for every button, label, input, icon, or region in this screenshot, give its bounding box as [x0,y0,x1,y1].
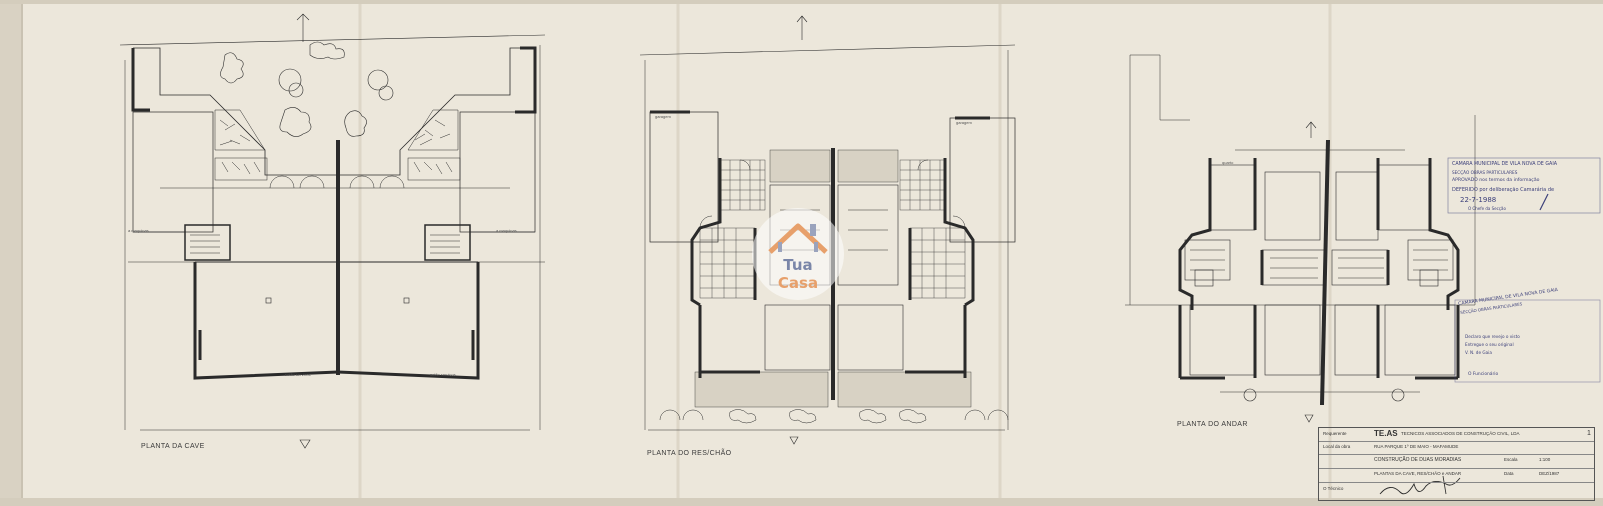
tb-requerente-label: Requerente [1323,431,1347,436]
house-icon [768,223,828,254]
stamp-bottom-line5: V. N. de Gaia [1465,350,1492,355]
tb-data-label: Data [1504,471,1514,476]
stamp-top-line2: SECÇÃO OBRAS PARTICULARES [1452,170,1518,175]
stamp-top-date: 22-7-1988 [1460,196,1497,204]
watermark-line2: Casa [777,274,819,292]
stamp-top-line3: APROVADO nos termos da informação [1452,178,1540,183]
stamp-top-sign: O Chefe da Secção [1468,206,1506,211]
stamp-top-line1: CAMARA MUNICIPAL DE VILA NOVA DE GAIA [1452,162,1558,167]
watermark-line1: Tua [783,256,813,274]
watermark-logo: Tua Casa [752,208,844,300]
tb-data: DEZ/1987 [1539,471,1560,476]
tb-sheet-no: 1 [1587,430,1591,437]
stamp-bottom-line4: Entregue o seu original [1465,342,1514,347]
tb-address: RUA PARQUE 1º DE MAIO - MAFAMUDE [1374,444,1459,449]
tb-local-label: Local da obra [1323,444,1351,449]
plan-cave [119,13,546,449]
stamp-bottom-line6: O Funcionário [1468,372,1499,377]
stamp-top-line4: DEFERIDO por deliberação Camarária de [1452,187,1555,193]
tb-escala: 1:100 [1539,457,1551,462]
stamp-bottom-line3: Declaro que revejo o visto [1465,334,1520,339]
cave-right-room-label: a maquinas [496,228,517,233]
cave-left-room-label: a maquinas [128,228,149,233]
plan-res-chao [639,15,1016,445]
cave-left-bottom-label: sotão servicos [285,372,311,377]
cave-right-bottom-label: sotão servicos [430,372,456,377]
tb-company-full: TECNICOS ASSOCIADOS DE CONSTRUÇÃO CIVIL,… [1401,431,1520,436]
tb-project: CONSTRUÇÃO DE DUAS MORADIAS [1374,457,1462,463]
andar-room-label: quarto [1222,160,1234,165]
plan-cave-title: PLANTA DA CAVE [141,443,205,450]
plan-andar [1125,54,1476,423]
tb-content: PLANTAS DA CAVE, RES/CHÃO e ANDAR [1374,471,1462,476]
plan-res-title: PLANTA DO RES/CHÃO [647,450,732,457]
plan-andar-title: PLANTA DO ANDAR [1177,421,1248,428]
tb-company: TE.AS [1374,429,1398,438]
tb-escala-label: Escala [1504,457,1518,462]
signature [1379,477,1461,495]
res-garage-right-label: garagem [956,120,972,125]
res-garage-left-label: garagem [655,114,671,119]
title-block: Requerente TE.AS TECNICOS ASSOCIADOS DE … [1318,427,1595,501]
tb-author-label: O Técnico [1323,486,1344,491]
